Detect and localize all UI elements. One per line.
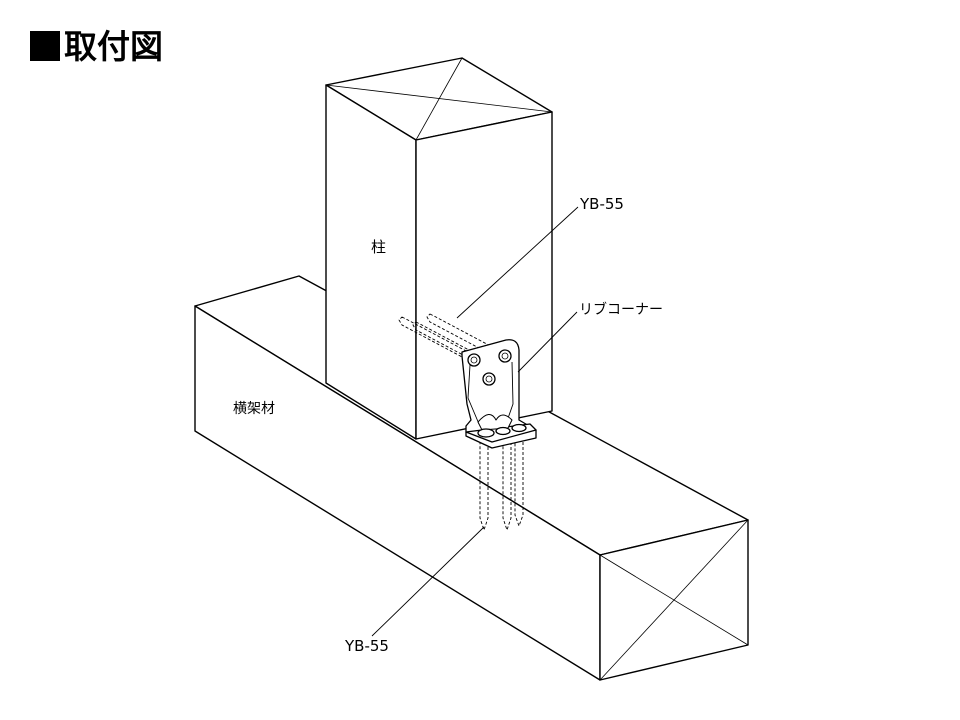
label-beam: 横架材 bbox=[233, 401, 275, 417]
bracket-screw-head bbox=[511, 423, 527, 433]
rib-corner-bracket bbox=[461, 339, 537, 449]
leader-line-lower-screw bbox=[371, 526, 485, 637]
bracket-screw-head bbox=[477, 428, 495, 438]
label-screw-upper: YB-55 bbox=[579, 195, 624, 213]
page-title: 取付図 bbox=[30, 22, 163, 72]
leader-line-upper-screw bbox=[456, 206, 579, 319]
title-square-icon bbox=[30, 31, 60, 61]
label-pillar: 柱 bbox=[371, 238, 386, 256]
page-title-text: 取付図 bbox=[64, 27, 163, 66]
pillar-left-face bbox=[325, 84, 417, 440]
beam-end-x-mark bbox=[599, 519, 749, 681]
pillar-top-x-mark bbox=[415, 57, 463, 141]
label-screw-lower: YB-55 bbox=[344, 637, 389, 655]
leader-line-bracket bbox=[517, 311, 578, 373]
bracket-screw-head bbox=[495, 426, 511, 436]
label-bracket: リブコーナー bbox=[579, 301, 663, 318]
